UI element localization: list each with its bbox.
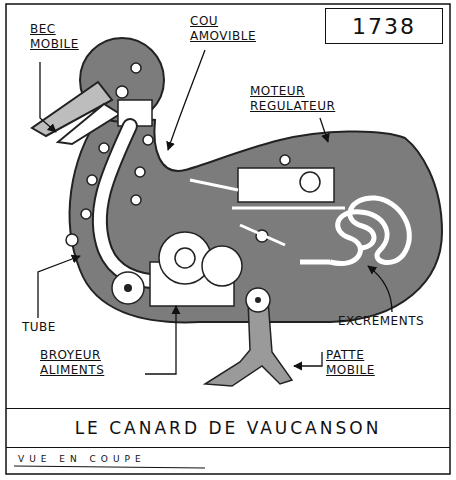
part-label: PATTE MOBILE: [326, 348, 416, 378]
motor-gear: [280, 155, 290, 165]
beak-pivot: [116, 86, 128, 98]
tube: [100, 126, 165, 282]
part-label: COU AMOVIBLE: [190, 14, 286, 44]
part-label: MOTEUR REGULATEUR: [250, 84, 360, 114]
neck-joints: [66, 135, 153, 246]
part-label: BROYEUR ALIMENTS: [40, 348, 140, 378]
motor-rod: [232, 207, 345, 210]
lower-beak: [58, 104, 120, 144]
grinder-hub: [124, 284, 132, 292]
intestine: [330, 198, 409, 264]
part-label: BEC MOBILE: [30, 22, 102, 52]
linkage: [240, 225, 285, 245]
date-box: 1738: [325, 8, 443, 44]
motor-gear: [300, 172, 320, 192]
grinder-wheel: [202, 246, 242, 286]
title-band: LE CANARD DE VAUCANSON: [6, 408, 450, 448]
part-label: TUBE: [22, 320, 82, 335]
part-label: EXCRÉMENTS: [338, 314, 448, 329]
grinder-wheel: [112, 272, 144, 304]
intestine: [300, 260, 330, 265]
linkage: [190, 180, 238, 190]
grinder-hub: [175, 248, 195, 268]
node-text: LE CANARD DE VAUCANSON: [75, 418, 382, 438]
subtitle-note: VUE EN COUPE: [18, 452, 218, 467]
duck-leg: [205, 300, 292, 386]
eye: [131, 63, 141, 73]
underline: [14, 466, 205, 468]
duck-body: [70, 115, 442, 322]
frame: [6, 4, 450, 474]
motor-box: [238, 168, 334, 202]
leg-hub: [255, 297, 261, 303]
node-text: 1738: [352, 14, 416, 39]
leg-gear: [246, 288, 270, 312]
tube-outline: [100, 126, 165, 282]
